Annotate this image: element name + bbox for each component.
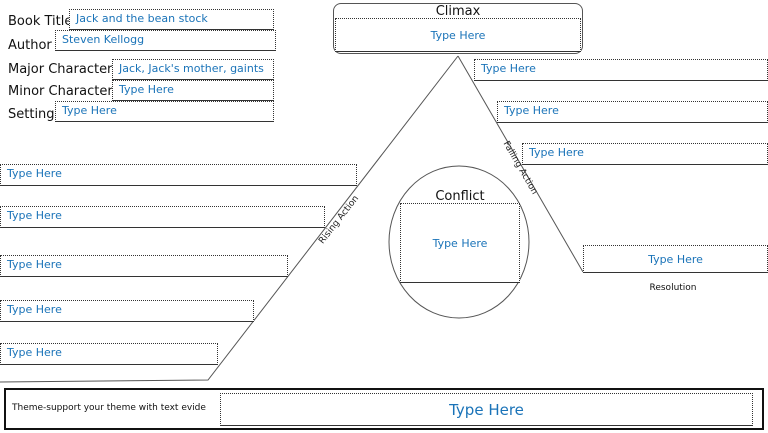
major-character-field[interactable]: Jack, Jack's mother, gaints [112,59,274,80]
rising-action-event-2[interactable]: Type Here [0,206,325,228]
theme-field[interactable]: Type Here [220,393,753,426]
climax-box [333,3,583,54]
theme-box [4,388,764,430]
resolution-field[interactable]: Type Here [583,245,768,273]
author-field[interactable]: Steven Kellogg [55,30,276,51]
minor-character-label: Minor Character [8,84,113,99]
conflict-circle [388,165,530,319]
rising-action-event-3[interactable]: Type Here [0,255,288,277]
major-character-label: Major Character [8,62,113,77]
rising-action-line [0,55,459,383]
conflict-label: Conflict [435,189,485,204]
climax-label: Climax [435,4,481,19]
falling-action-event-2[interactable]: Type Here [497,101,768,123]
falling-action-line [457,55,584,273]
climax-field[interactable]: Type Here [335,18,581,52]
falling-action-event-3[interactable]: Type Here [522,143,768,165]
theme-label: Theme-support your theme with text evide [12,403,206,413]
conflict-field[interactable]: Type Here [400,203,520,283]
minor-character-field[interactable]: Type Here [112,80,274,101]
setting-label: Setting [8,107,55,122]
falling-action-event-1[interactable]: Type Here [474,59,768,81]
setting-field[interactable]: Type Here [55,101,274,122]
author-label: Author [8,38,52,53]
rising-action-event-1[interactable]: Type Here [0,164,357,186]
rising-action-event-4[interactable]: Type Here [0,300,254,322]
book-title-label: Book Title [8,14,73,29]
resolution-label: Resolution [649,283,697,293]
book-title-field[interactable]: Jack and the bean stock [69,9,274,30]
rising-action-event-5[interactable]: Type Here [0,343,218,365]
